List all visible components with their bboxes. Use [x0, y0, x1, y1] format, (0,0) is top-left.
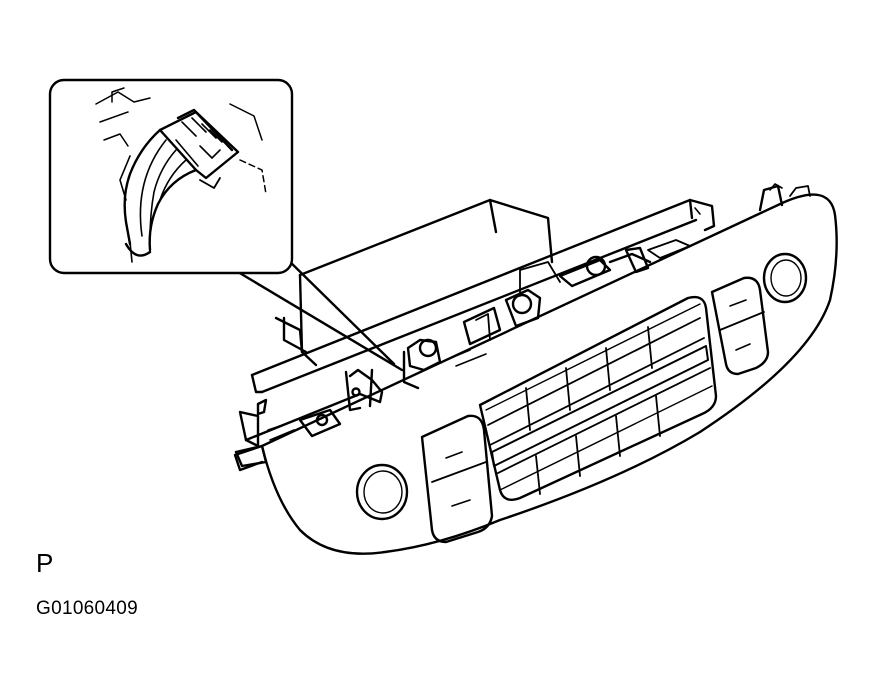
left-switch — [420, 414, 494, 544]
center-button-panel — [478, 295, 718, 501]
view-letter-label: P — [36, 548, 54, 578]
leader-lines — [236, 252, 404, 372]
front-bezel — [233, 183, 838, 555]
right-switch — [710, 276, 770, 376]
top-frame-rail — [250, 198, 716, 416]
connector-detail-icon — [48, 78, 294, 275]
left-bracket — [234, 368, 384, 468]
left-knob — [355, 463, 409, 521]
rear-housing — [274, 198, 554, 367]
figure-code-label: G01060409 — [36, 598, 139, 619]
right-knob — [762, 252, 808, 304]
